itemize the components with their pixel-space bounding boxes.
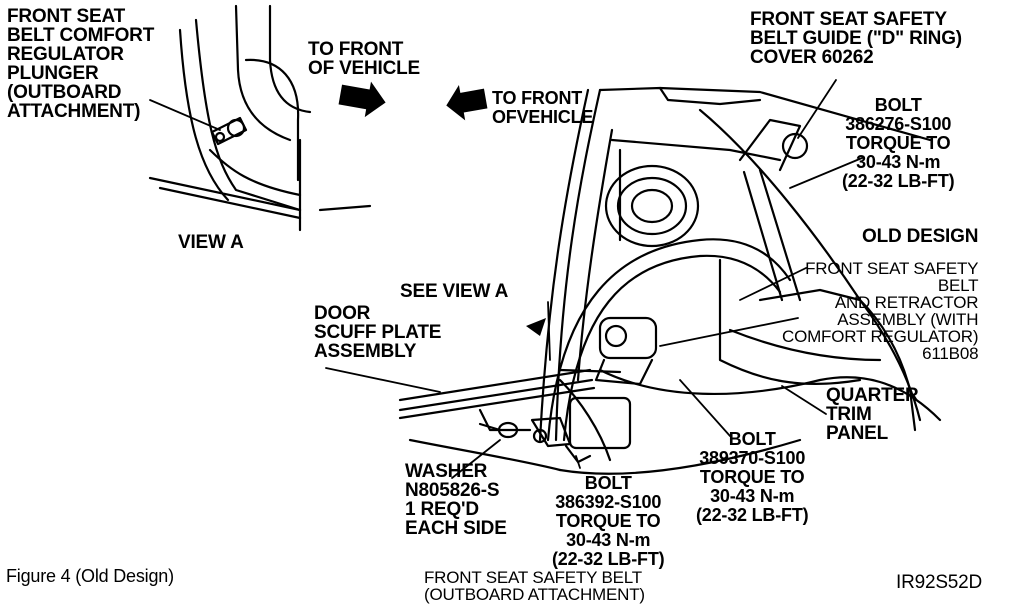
to-front-upper-label: TO FRONT OF VEHICLE	[308, 39, 421, 79]
bolt-bottom-label: BOLT 386392-S100 TORQUE TO 30-43 N-m (22…	[552, 473, 665, 569]
figure-id: IR92S52D	[896, 572, 983, 593]
guide-cover-label: FRONT SEAT SAFETY BELT GUIDE ("D" RING) …	[750, 9, 962, 68]
figure-caption: Figure 4 (Old Design)	[6, 566, 174, 586]
main-assembly	[398, 86, 942, 475]
bolt-top-label: BOLT 386276-S100 TORQUE TO 30-43 N-m (22…	[842, 95, 955, 191]
bolt-mid-label: BOLT 389370-S100 TORQUE TO 30-43 N-m (22…	[696, 429, 809, 525]
quarter-trim-label: QUARTER TRIM PANEL	[826, 385, 919, 444]
belt-retractor-label: FRONT SEAT SAFETY BELT AND RETRACTOR ASS…	[782, 259, 979, 363]
scuff-plate-label: DOOR SCUFF PLATE ASSEMBLY	[314, 303, 442, 362]
view-a-inset	[148, 4, 372, 232]
washer-label: WASHER N805826-S 1 REQ'D EACH SIDE	[405, 461, 507, 539]
see-view-a-label: SEE VIEW A	[400, 281, 509, 302]
bottom-caption: FRONT SEAT SAFETY BELT (OUTBOARD ATTACHM…	[424, 568, 645, 604]
leader-lines	[149, 79, 863, 479]
regulator-plunger-label: FRONT SEAT BELT COMFORT REGULATOR PLUNGE…	[7, 6, 155, 122]
to-front-lower-label: TO FRONT OFVEHICLE	[492, 88, 594, 127]
old-design-label: OLD DESIGN	[862, 226, 979, 247]
direction-arrows	[338, 81, 546, 336]
view-a-label: VIEW A	[178, 232, 244, 253]
